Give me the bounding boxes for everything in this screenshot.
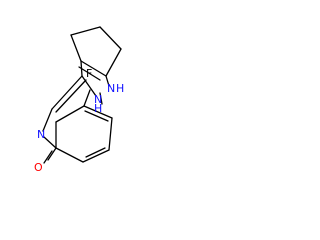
bond xyxy=(80,60,83,77)
bond xyxy=(99,26,122,50)
atom-label-o: O xyxy=(34,161,43,174)
atom-label-f: F xyxy=(86,67,92,80)
atom-label-n: N xyxy=(94,93,102,106)
bond xyxy=(82,149,110,163)
atom-label-n: N xyxy=(37,128,45,141)
bond xyxy=(70,34,82,62)
bond xyxy=(55,79,87,113)
atom-label-h: H xyxy=(94,102,102,115)
bond xyxy=(83,89,91,107)
bond xyxy=(70,26,101,36)
atom-label-n: N xyxy=(107,82,115,95)
bond xyxy=(43,150,53,164)
bond xyxy=(78,66,101,81)
bond xyxy=(51,75,83,110)
bond xyxy=(43,136,57,149)
bond xyxy=(105,48,122,77)
bond xyxy=(105,75,110,87)
bond xyxy=(83,105,113,119)
chemical-structure: F N H N H N O xyxy=(34,26,124,174)
bond xyxy=(55,105,85,123)
bond xyxy=(80,60,107,77)
bond xyxy=(81,75,97,97)
bond xyxy=(47,147,57,161)
bond xyxy=(99,92,103,105)
bond xyxy=(55,147,84,163)
bond xyxy=(85,147,106,158)
atom-label-h: H xyxy=(116,82,124,95)
bond xyxy=(108,117,113,151)
bond xyxy=(84,110,109,122)
bond xyxy=(42,108,53,132)
